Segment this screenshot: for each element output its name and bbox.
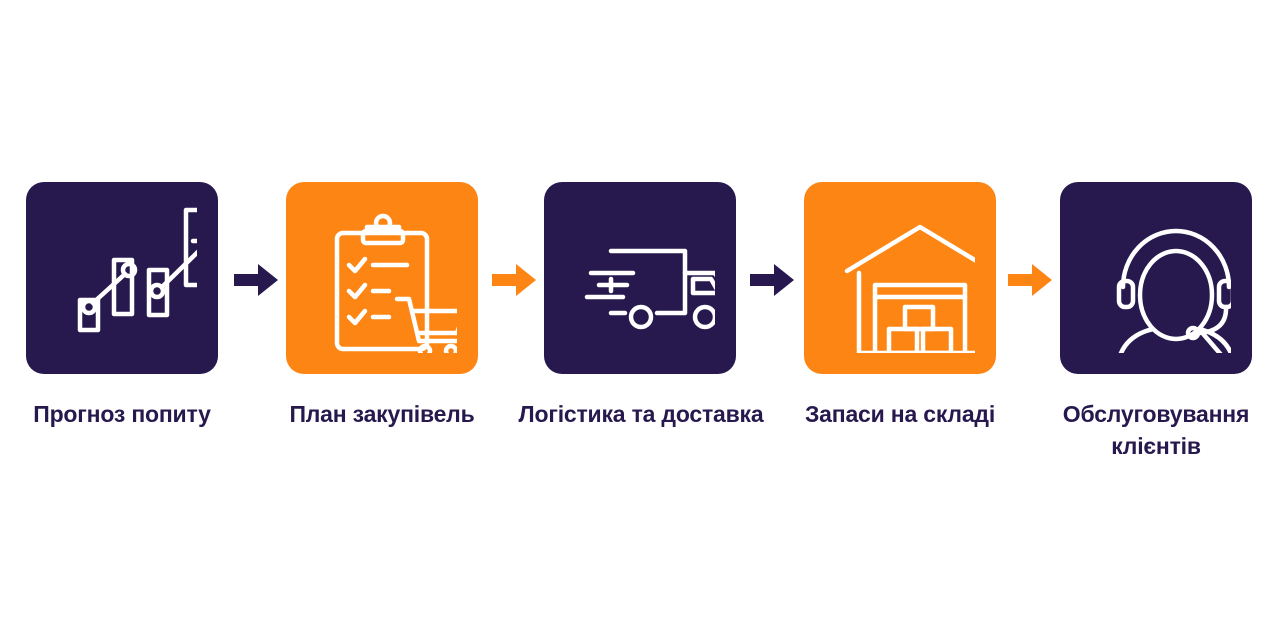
arrow-right-icon xyxy=(234,264,278,296)
warehouse-icon xyxy=(844,224,975,353)
arrow-right-icon xyxy=(1008,264,1052,296)
step-tile-customer-service xyxy=(1060,182,1252,374)
step-tile-procurement-plan xyxy=(286,182,478,374)
step-label: Прогноз попиту xyxy=(0,398,252,430)
step-label-line: клієнтів xyxy=(1111,433,1201,459)
step-label: Обслуговування клієнтів xyxy=(1026,398,1280,462)
step-label-line: План закупівель xyxy=(289,401,475,427)
delivery-truck-icon xyxy=(584,248,715,330)
growth-chart-icon xyxy=(77,207,197,333)
step-tile-logistics-delivery xyxy=(544,182,736,374)
step-tile-warehouse-stock xyxy=(804,182,996,374)
headset-operator-icon xyxy=(1116,228,1231,353)
step-label: Запаси на складі xyxy=(770,398,1030,430)
arrow-right-icon xyxy=(750,264,794,296)
step-label: Логістика та доставка xyxy=(516,398,766,430)
step-label-line: Прогноз попиту xyxy=(33,401,211,427)
step-tile-demand-forecast xyxy=(26,182,218,374)
step-label: План закупівель xyxy=(252,398,512,430)
clipboard-cart-icon xyxy=(334,213,457,353)
step-label-line: Обслуговування xyxy=(1062,401,1250,427)
arrow-right-icon xyxy=(492,264,536,296)
step-label-line: Логістика та доставка xyxy=(518,401,764,427)
step-label-line: Запаси на складі xyxy=(804,401,996,427)
